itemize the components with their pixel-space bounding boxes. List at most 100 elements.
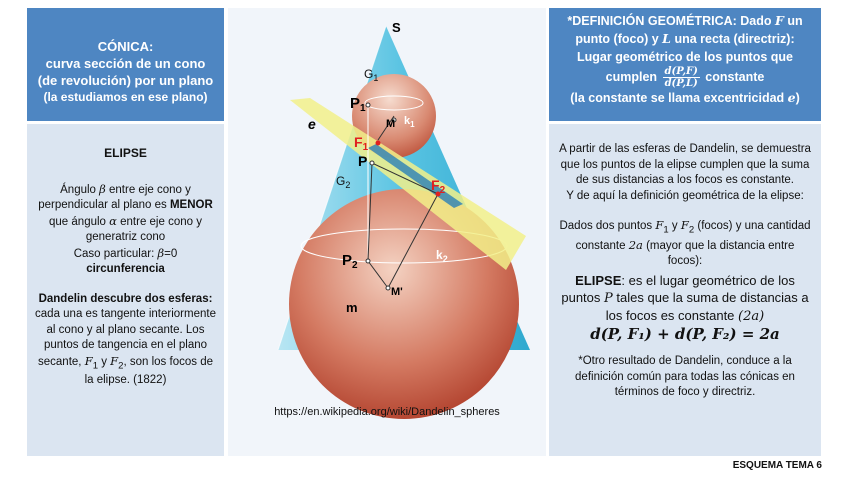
eccentricity-fraction: d(P,F) d(P,L) [662,66,700,89]
label-f2-sub: 2 [440,185,446,196]
construction-line [387,193,439,289]
label-s: S [392,20,401,35]
dandelin-text: Dandelin descubre dos esferas: cada una … [35,292,216,389]
text-run: tales que la suma de distancias a los fo… [605,289,809,323]
construction-line [367,260,389,289]
text-run: un [787,14,803,28]
dandelin-diagram: S G1 G2 P1 M k1 e F1 P F2 P2 k2 M' m htt… [228,8,546,456]
focus-symbol: F [655,218,664,232]
elipse-panel: ELIPSE Ángulo β entre eje cono y perpend… [27,124,224,456]
diagram-svg: S G1 G2 P1 M k1 e F1 P F2 P2 k2 M' m [277,20,530,419]
definicion-geometrica-header: *DEFINICIÓN GEOMÉTRICA: Dado F un punto … [549,8,821,121]
focus-symbol: F [84,353,93,368]
label-p2-sub: 2 [352,260,358,271]
subscript: 2 [688,224,695,236]
label-p1: P1 [350,95,366,114]
label-k1: k1 [404,115,415,129]
text-run: =0 [164,247,178,260]
beta-symbol: β [157,245,165,260]
text-run: Dados dos puntos [559,220,653,232]
fraction-denominator: d(P,L) [664,78,698,89]
conica-def-line: (de revolución) por un plano [37,73,214,88]
text-run: (la constante se llama excentricidad [570,91,785,105]
label-p: P [358,153,367,169]
label-k1-sub: 1 [410,120,415,129]
text-run: Caso particular: [73,247,155,260]
focus-f2 [435,191,441,197]
elipse-title: ELIPSE [104,146,147,160]
directrix-symbol: L [662,31,671,46]
label-p1-sub: 1 [360,103,366,114]
text-run: entre eje cono y generatriz cono [85,215,202,244]
dandelin-heading: Dandelin descubre dos esferas: [38,292,213,305]
text-run: una recta (directriz): [674,32,795,46]
label-p1-letter: P [350,95,360,112]
def-line: cumplen d(P,F) d(P,L) constante [555,66,815,89]
text-run: constante [705,69,765,84]
focus-directrix-note: *Otro resultado de Dandelin, conduce a l… [575,355,795,399]
text-run: : es el lugar geométrico de los puntos [561,272,795,305]
elipse-definition: ELIPSE: es el lugar geométrico de los pu… [557,272,813,325]
subscript: 1 [92,359,99,371]
angle-condition-text: Ángulo β entre eje cono y perpendicular … [35,182,216,278]
conica-def-line: curva sección de un cono [45,56,206,71]
ellipse-formula: d(P, F₁) + d(P, F₂) = 2a [590,324,780,343]
def-line: punto (foco) y L una recta (directriz): [555,30,815,48]
large-sphere [289,189,519,419]
point-p2 [365,258,371,264]
label-f1-sub: 1 [363,142,369,153]
label-m-generatrix: m [346,300,358,315]
point-m-prime [385,285,391,291]
point-p1 [365,102,371,108]
label-p2: P2 [342,252,358,271]
menor-keyword: MENOR [169,199,213,211]
text-run: y [101,355,107,368]
circunferencia-keyword: circunferencia [86,263,165,275]
label-f1-letter: F [354,134,363,150]
label-p2-letter: P [342,252,352,269]
constant-symbol: 2a [628,237,643,252]
subscript: 1 [663,224,669,236]
secant-plane [290,98,526,270]
text-run: , son los focos de la elipse. (1822) [84,355,213,387]
source-url[interactable]: https://en.wikipedia.org/wiki/Dandelin_s… [274,406,500,418]
label-g1-letter: G [364,67,373,81]
label-m: M [386,118,395,130]
text-run: ) [795,91,800,105]
label-k2-letter: k [436,248,443,262]
label-f2: F2 [431,177,446,196]
text-run: que ángulo [49,215,106,228]
text-run: (focos) y una cantidad constante [575,220,811,252]
constant-symbol: (2a) [738,308,765,324]
label-f2-letter: F [431,177,440,193]
text-run: Y de aquí la definición geométrica de la… [566,189,804,202]
text-run: punto (foco) y [575,32,659,46]
text-run: (mayor que la distancia entre focos): [646,239,795,268]
text-run: A partir de las esferas de Dandelin, se … [559,143,811,186]
left-header: CÓNICA: curva sección de un cono (de rev… [27,8,224,121]
dandelin-result-text: A partir de las esferas de Dandelin, se … [557,142,813,204]
alpha-symbol: α [109,213,117,228]
foci-text: Dados dos puntos F1 y F2 (focos) y una c… [557,218,813,270]
conica-title: CÓNICA: [97,39,154,54]
label-e: e [308,116,316,132]
text-run: entre eje cono y perpendicular al plano … [38,183,191,212]
tangent-circle-k1 [364,95,424,111]
label-f1: F1 [354,134,369,153]
text-run: *DEFINICIÓN GEOMÉTRICA: Dado [567,14,772,28]
conica-note: (la estudiamos en ese plano) [43,90,208,104]
construction-line [371,162,439,195]
beta-symbol: β [99,181,106,196]
label-g2: G2 [336,174,350,190]
focus-f1 [375,140,381,146]
label-g2-letter: G [336,174,345,188]
def-line: *DEFINICIÓN GEOMÉTRICA: Dado F un [555,12,815,30]
point-symbol: P [604,290,613,306]
label-g1: G1 [364,67,378,83]
label-k2: k2 [436,248,448,264]
focus-symbol: F [110,353,119,368]
point-m [391,117,397,123]
elipse-definition-panel: A partir de las esferas de Dandelin, se … [549,124,821,456]
label-g2-sub: 2 [345,180,350,190]
subscript: 2 [118,359,124,371]
